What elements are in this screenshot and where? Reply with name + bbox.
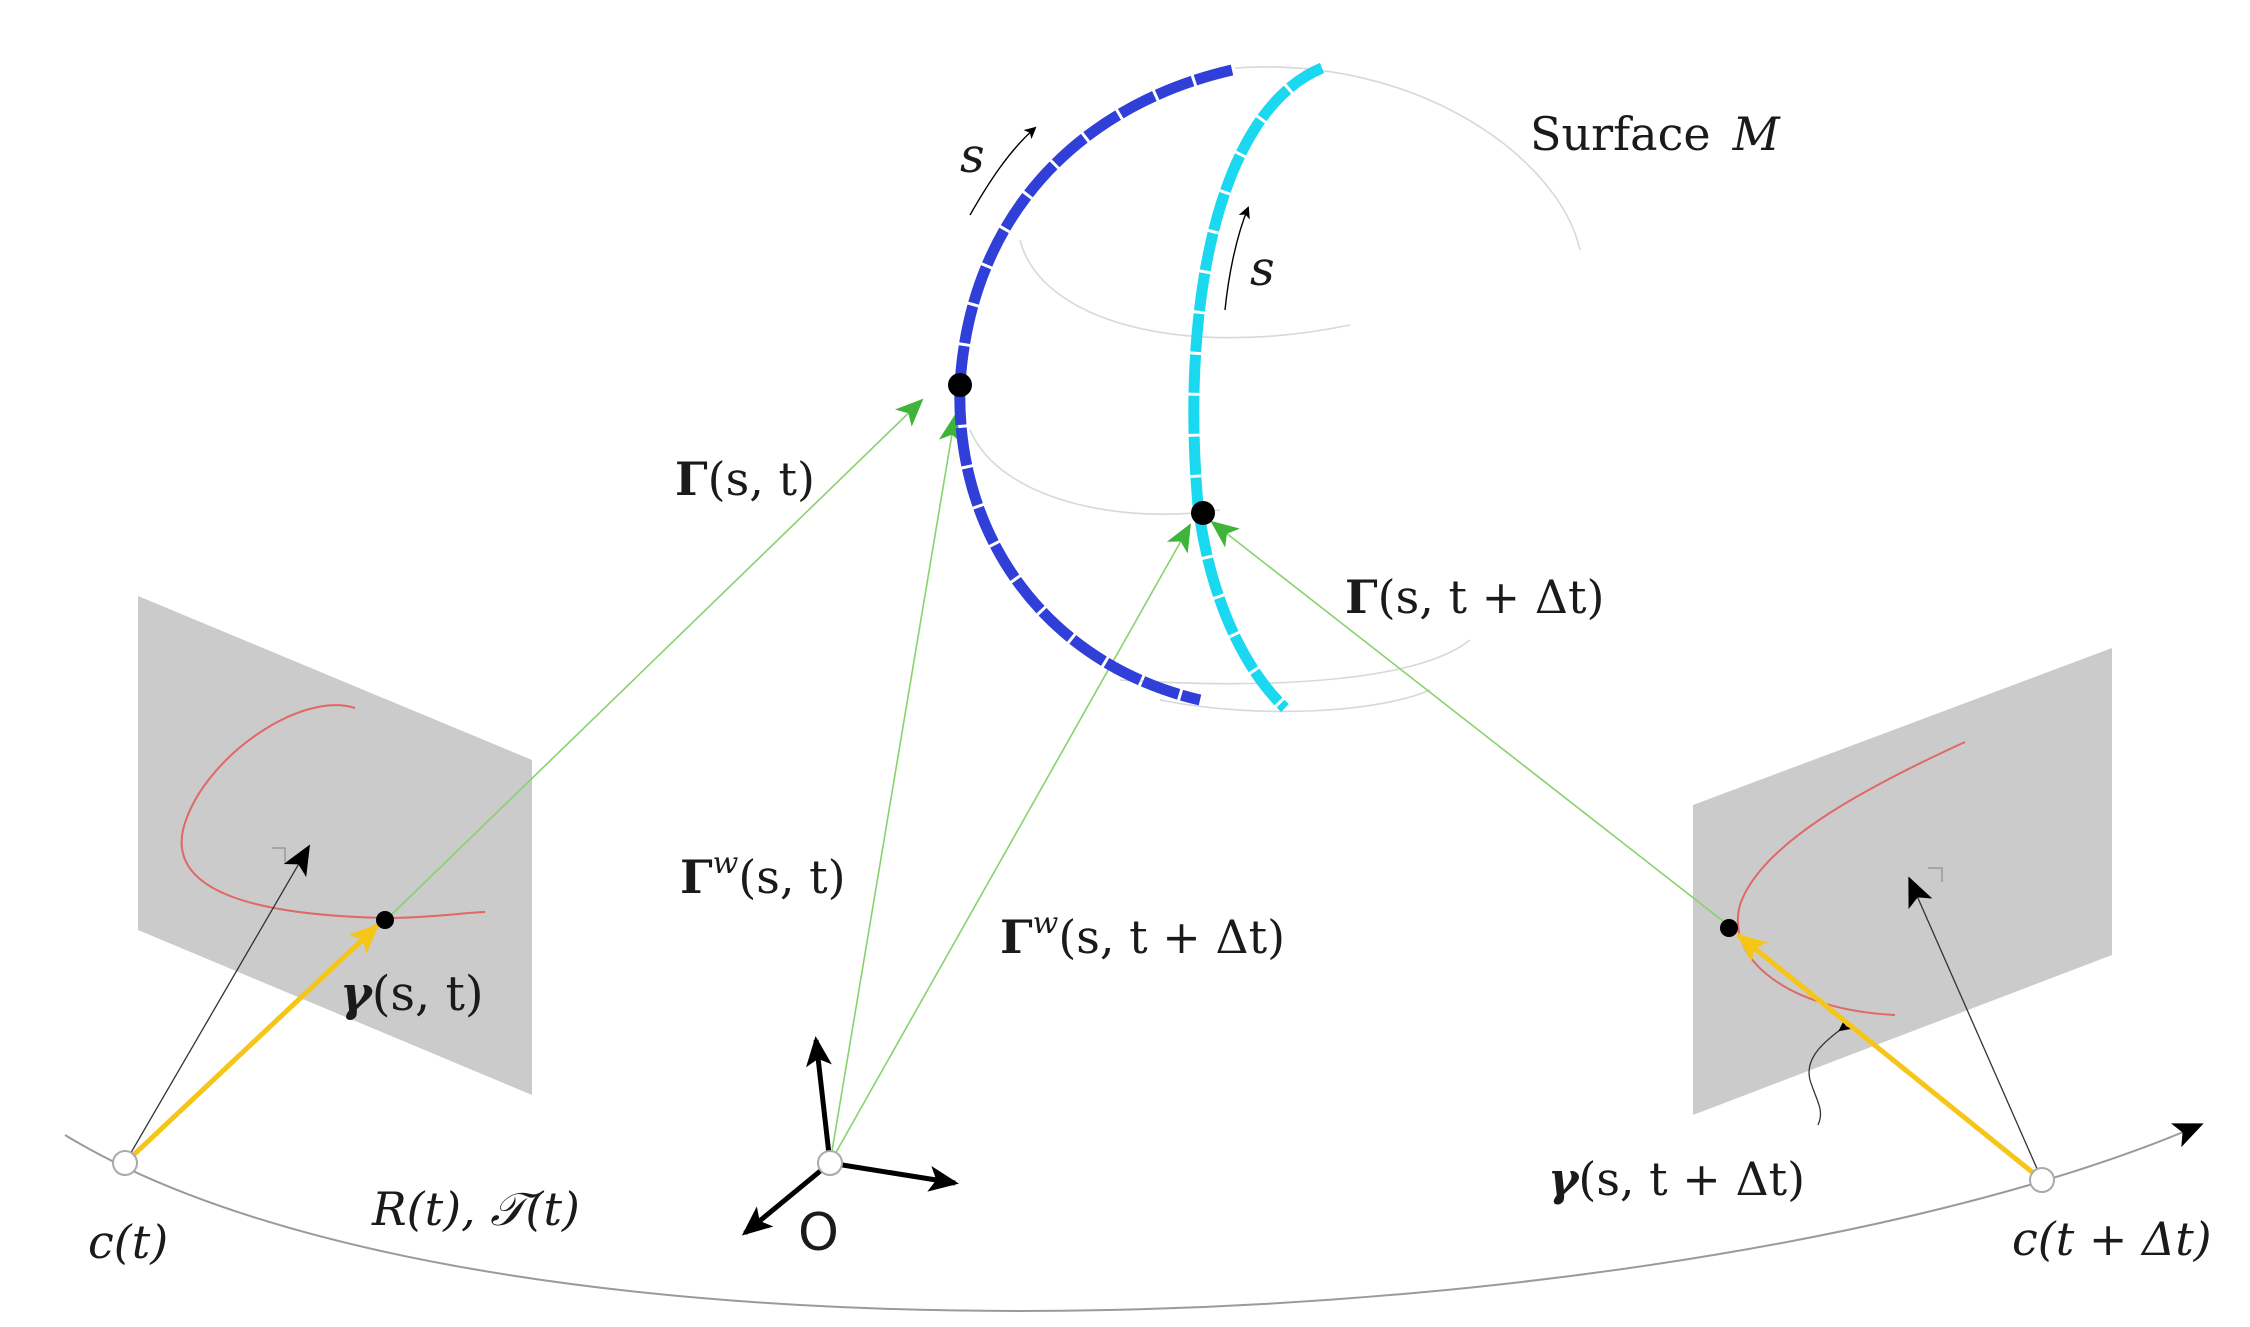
label-Gamma-w-s-t-dt: Γw(s, t + Δt) [1000, 906, 1285, 964]
curve-Gamma-t-dt [1188, 62, 1325, 712]
world-frame [741, 1036, 959, 1236]
ray-Gamma-w-s-t [829, 414, 963, 1164]
surface-outline [969, 66, 1581, 713]
principal-point-right [1928, 867, 1943, 882]
label-Gamma-s-t: Γ(s, t) [675, 452, 815, 506]
s-arrow-right [1224, 206, 1250, 311]
point-gamma-s-t-dt [1720, 919, 1738, 937]
curve-Gamma-t [954, 64, 1234, 706]
camera-axis-right [1908, 876, 2043, 1181]
projection-rays [385, 398, 1729, 1164]
label-gamma-s-t-dt: γ(s, t + Δt) [1548, 1152, 1805, 1206]
image-plane-right [1693, 648, 2112, 1115]
origin-point [817, 1150, 843, 1176]
label-R-T: R(t), 𝒯(t) [371, 1182, 580, 1236]
gamma-leader [1808, 1019, 1852, 1126]
s-label-left: s [960, 128, 985, 184]
camera-trajectory [64, 1123, 2204, 1312]
label-Gamma-w-s-t: Γw(s, t) [680, 846, 846, 904]
yellow-arrow-left [123, 923, 380, 1165]
label-c-t-dt: c(t + Δt) [2012, 1212, 2212, 1266]
point-gamma-s-t [376, 911, 394, 929]
camera-axis-left [124, 844, 311, 1164]
label-origin: O [798, 1203, 839, 1263]
point-Gamma-s-t [948, 373, 972, 397]
s-arrow-left [969, 126, 1037, 216]
label-gamma-s-t: γ(s, t) [340, 966, 484, 1022]
yellow-arrow-right [1736, 933, 2044, 1182]
image-curve-right [1737, 741, 1966, 1016]
camera-center-right [2029, 1167, 2055, 1193]
point-Gamma-s-t-dt [1191, 501, 1215, 525]
ray-Gamma-s-t [385, 398, 924, 921]
ray-Gamma-w-s-t-dt [829, 523, 1191, 1164]
label-Gamma-s-t-dt: Γ(s, t + Δt) [1345, 570, 1604, 624]
image-curve-left [180, 704, 486, 920]
ray-Gamma-s-t-dt [1210, 520, 1729, 926]
label-c-t: c(t) [88, 1215, 168, 1269]
camera-center-left [112, 1150, 138, 1176]
s-label-right: s [1250, 241, 1275, 297]
